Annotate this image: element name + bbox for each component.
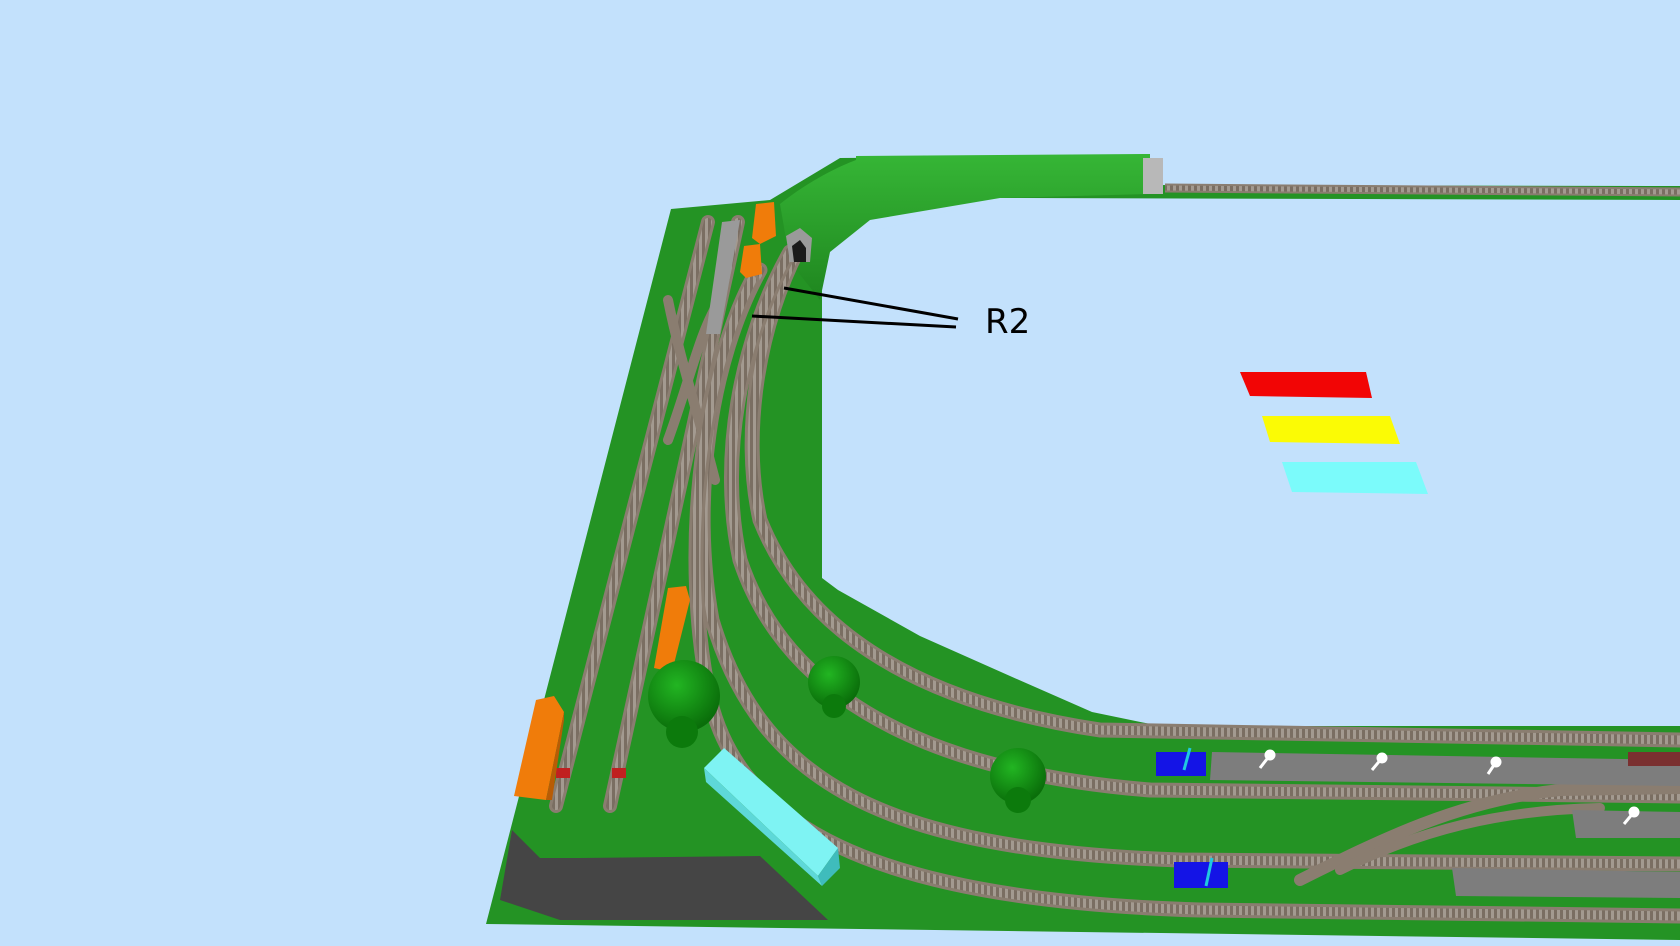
trees [648,656,1046,813]
swatch-yellow [1262,416,1400,444]
buffer-stops [556,768,626,778]
annotation-leader-lines [751,286,959,329]
road-area [500,830,828,920]
hill-embankment [780,154,1150,300]
platforms [706,220,1680,898]
swatch-cyan [1282,462,1428,494]
annotation-label: R2 [985,302,1030,342]
orange-wagons [514,202,776,800]
tunnel-portal-right [1143,158,1163,194]
tunnel-portal [786,228,812,262]
cyan-building [704,748,840,886]
brown-wagon [1628,752,1680,766]
platform-lamps [1258,749,1640,825]
main-tracks [688,238,1680,924]
swatch-red [1240,372,1372,398]
layout-hole [822,198,1680,726]
blue-locomotives [1156,747,1228,888]
